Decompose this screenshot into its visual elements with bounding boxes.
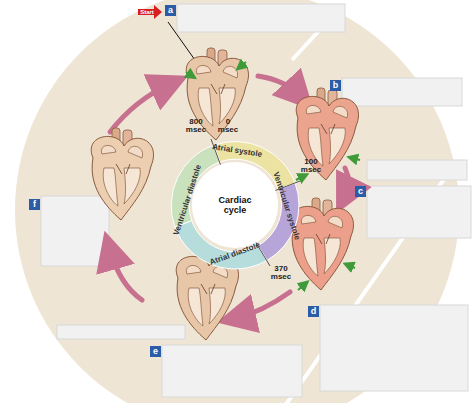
start-tag: Start: [138, 6, 156, 18]
callout-letter: d: [308, 306, 319, 317]
cycle-title: Cardiac cycle: [209, 195, 262, 215]
time-mark: 370 msec: [268, 265, 294, 282]
callout-letter: f: [29, 199, 40, 210]
time-mark: 100 msec: [298, 158, 324, 175]
callout-letter: a: [165, 5, 176, 16]
callout-letter: c: [355, 186, 366, 197]
time-mark: 0 msec: [216, 118, 240, 135]
center-circle: Cardiac cycle: [191, 161, 279, 249]
callout-letter: e: [150, 346, 161, 357]
time-mark: 800 msec: [184, 118, 208, 135]
callout-letter: b: [330, 80, 341, 91]
